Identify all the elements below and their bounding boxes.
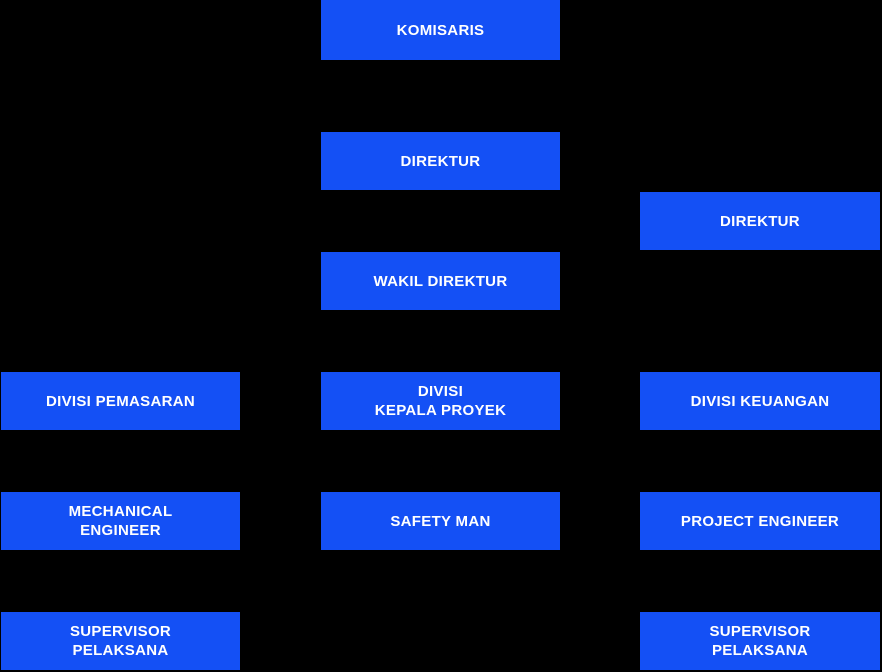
org-node-divisi-pemasaran: DIVISI PEMASARAN	[1, 372, 240, 430]
org-node-direktur: DIREKTUR	[321, 132, 560, 190]
org-node-supervisor-pelaksana-left: SUPERVISOR PELAKSANA	[1, 612, 240, 670]
org-node-safety-man: SAFETY MAN	[321, 492, 560, 550]
org-node-direktur-2: DIREKTUR	[640, 192, 880, 250]
org-node-wakil-direktur: WAKIL DIREKTUR	[321, 252, 560, 310]
org-node-divisi-kepala-proyek: DIVISI KEPALA PROYEK	[321, 372, 560, 430]
org-node-supervisor-pelaksana-right: SUPERVISOR PELAKSANA	[640, 612, 880, 670]
org-node-divisi-keuangan: DIVISI KEUANGAN	[640, 372, 880, 430]
org-node-mechanical-engineer: MECHANICAL ENGINEER	[1, 492, 240, 550]
org-node-komisaris: KOMISARIS	[321, 0, 560, 60]
org-node-project-engineer: PROJECT ENGINEER	[640, 492, 880, 550]
